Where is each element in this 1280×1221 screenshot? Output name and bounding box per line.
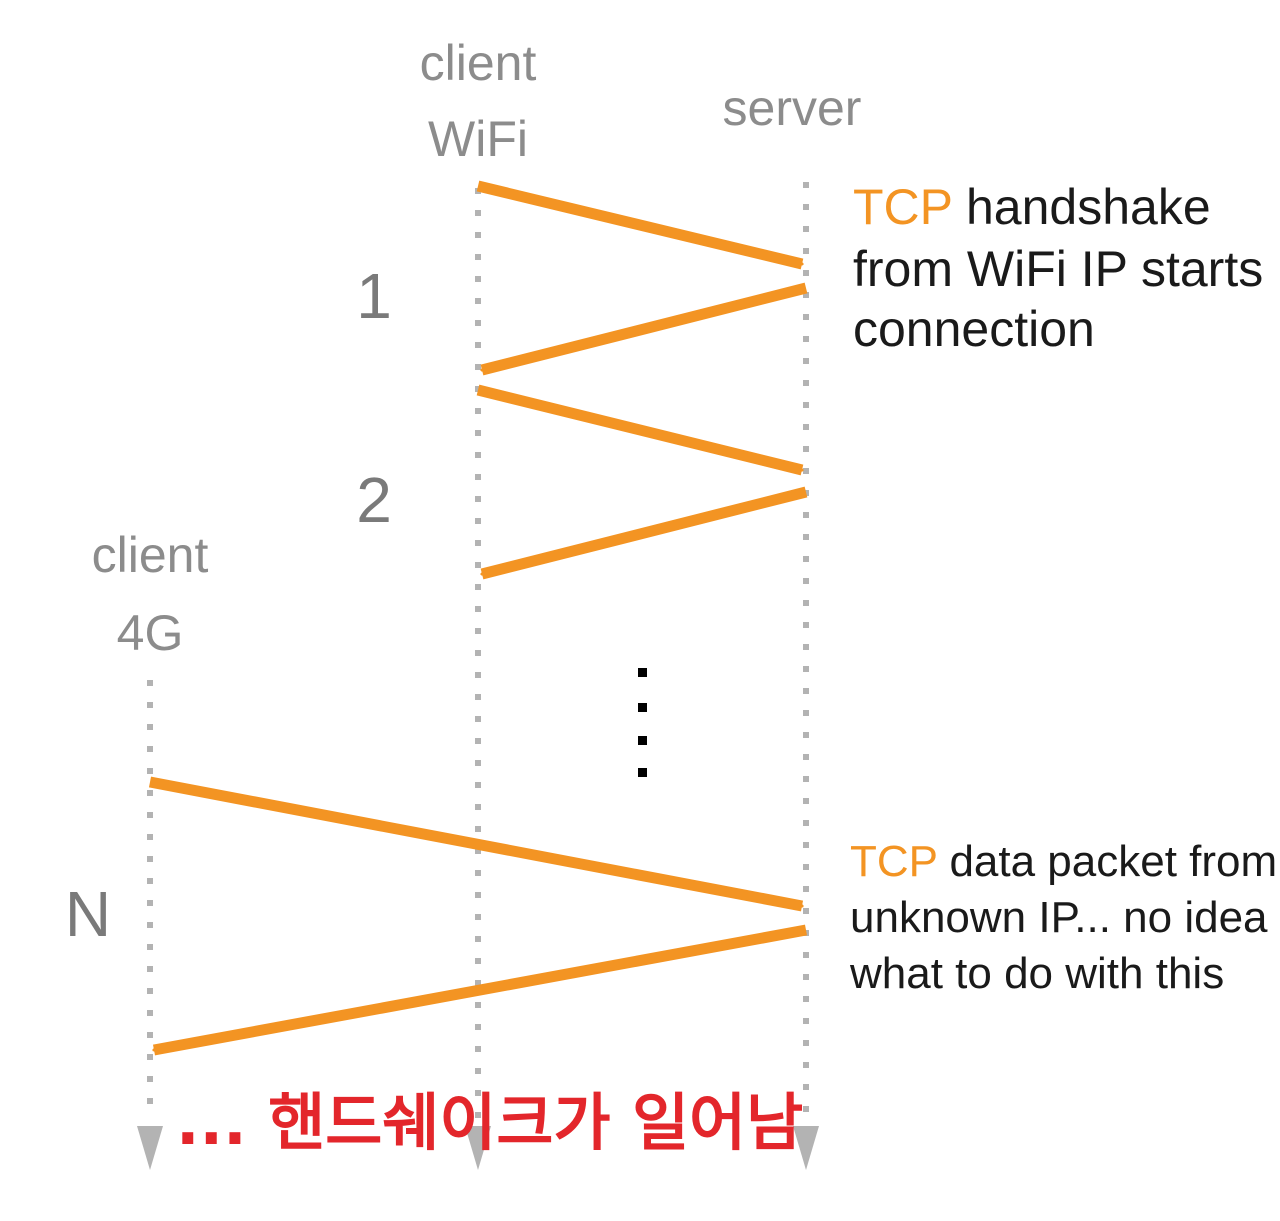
step-number-n: N — [65, 878, 111, 950]
lane-label-client-wifi-line1: client — [420, 35, 537, 91]
message-arrow-4g-data-packet — [148, 776, 802, 912]
lane-label-server: server — [723, 80, 862, 136]
note-handshake-line2: from WiFi IP starts — [853, 241, 1263, 297]
lifeline-client-4g — [137, 680, 163, 1170]
note-handshake-highlight: TCP — [853, 179, 952, 235]
lane-label-client-wifi-line2: WiFi — [428, 111, 528, 167]
note-data-packet-line1: data packet from — [937, 837, 1277, 886]
svg-text:TCP data packet from: TCP data packet from — [850, 837, 1277, 886]
message-arrow-server-response-4g — [154, 924, 807, 1056]
svg-text:TCP handshake: TCP handshake — [853, 179, 1211, 235]
note-data-packet-line2: unknown IP... no idea — [850, 893, 1268, 942]
message-arrow-ack — [476, 384, 802, 476]
lifeline-client-wifi — [465, 188, 491, 1170]
lifeline-end-arrow — [137, 1126, 163, 1170]
lane-label-client-4g-line2: 4G — [117, 605, 184, 661]
lane-label-client-4g-line1: client — [92, 527, 209, 583]
caption-handshake-occurs: ... 핸드쉐이크가 일어남 — [176, 1086, 803, 1159]
note-handshake-line3: connection — [853, 301, 1095, 357]
note-handshake-line1: handshake — [952, 179, 1211, 235]
message-arrow-step2-response — [482, 486, 808, 580]
lifeline-end-arrow — [465, 1126, 491, 1170]
step-number-2: 2 — [356, 464, 392, 536]
message-arrow-syn — [476, 180, 802, 270]
note-data-packet: TCP data packet from unknown IP... no id… — [849, 837, 1277, 998]
vertical-ellipsis-icon — [638, 668, 647, 777]
lifeline-server — [793, 182, 819, 1170]
lifeline-end-arrow — [793, 1126, 819, 1170]
note-handshake: TCP handshake from WiFi IP starts connec… — [853, 179, 1263, 357]
note-data-packet-line3: what to do with this — [849, 949, 1224, 998]
note-data-packet-highlight: TCP — [850, 837, 937, 886]
step-number-1: 1 — [356, 260, 392, 332]
message-arrow-syn-ack — [482, 282, 808, 376]
